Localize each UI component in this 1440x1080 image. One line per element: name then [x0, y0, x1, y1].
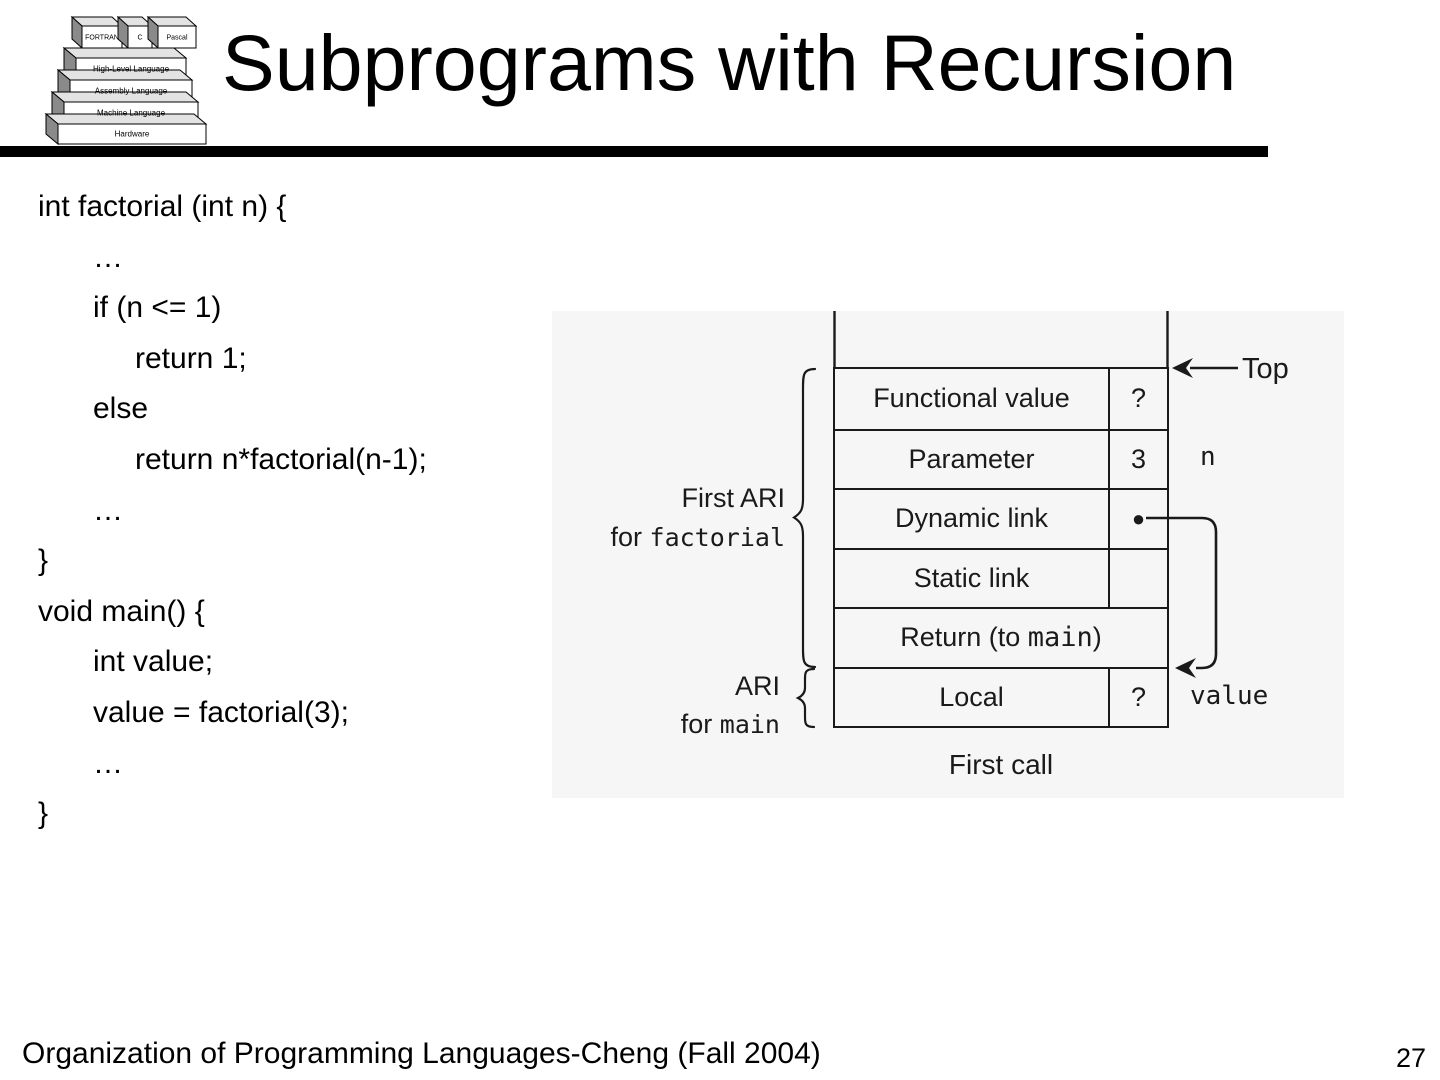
- title-divider: [0, 146, 1268, 157]
- record-field-label: Parameter: [908, 443, 1035, 474]
- logo-box-pascal: [146, 15, 198, 50]
- parameter-variable-label: n: [1200, 442, 1216, 472]
- logo-label-machine: Machine Language: [97, 109, 166, 118]
- code-line: …: [93, 746, 123, 780]
- stack-diagram: Functional value ? Parameter 3 Dynamic l…: [552, 311, 1344, 798]
- activation-record-table: Functional value ? Parameter 3 Dynamic l…: [833, 367, 1169, 728]
- first-ari-brace-label: First ARI for factorial: [552, 479, 785, 557]
- code-line: void main() {: [38, 594, 205, 628]
- table-row-return: Return (to main): [835, 607, 1167, 667]
- logo-label-high-level: High-Level Language: [93, 65, 170, 74]
- code-line: …: [93, 240, 123, 274]
- main-ari-line1: ARI: [734, 671, 780, 701]
- diagram-caption: First call: [948, 749, 1054, 780]
- table-row-local: Local ?: [835, 666, 1167, 726]
- page-number: 27: [1396, 1043, 1427, 1073]
- local-variable-label: value: [1190, 681, 1269, 711]
- code-line: }: [38, 797, 49, 831]
- record-field-value: ?: [1108, 369, 1167, 429]
- first-ari-line2: for factorial: [610, 522, 785, 552]
- code-line: int value;: [93, 645, 214, 679]
- code-line: int factorial (int n) {: [38, 190, 287, 223]
- table-row-dynamic-link: Dynamic link ●: [835, 488, 1167, 548]
- code-line: value = factorial(3);: [93, 695, 349, 729]
- top-pointer-arrowhead: [1172, 358, 1193, 378]
- logo-label-fortran: FORTRAN: [85, 35, 119, 42]
- dynamic-link-arrowhead: [1175, 658, 1196, 678]
- record-field-value: ?: [1108, 668, 1167, 726]
- logo-label-hardware: Hardware: [115, 130, 150, 139]
- code-line: if (n <= 1): [93, 291, 222, 325]
- table-row-static-link: Static link: [835, 547, 1167, 607]
- logo-label-assembly: Assembly Language: [95, 87, 168, 96]
- logo-label-pascal: Pascal: [166, 35, 187, 42]
- logo-box-fortran: [70, 15, 124, 50]
- main-ari-brace-label: ARI for main: [552, 667, 780, 744]
- record-field-label: Static link: [913, 562, 1030, 593]
- logo-layer-hardware: [44, 112, 208, 146]
- code-block: int factorial (int n) { … if (n <= 1) re…: [38, 182, 427, 840]
- record-field-label: Functional value: [873, 383, 1070, 414]
- record-field-value: [1108, 549, 1167, 607]
- main-code-label: main: [719, 710, 780, 739]
- table-row-parameter: Parameter 3: [835, 428, 1167, 488]
- table-row-functional-value: Functional value ?: [835, 369, 1167, 429]
- page-title: Subprograms with Recursion: [222, 18, 1237, 107]
- record-field-label: Return (to main): [835, 609, 1167, 667]
- dynamic-link-pointer-dot: ●: [1108, 490, 1167, 548]
- top-pointer-label: Top: [1242, 353, 1289, 385]
- main-ari-brace: [795, 667, 816, 729]
- record-field-value: 3: [1108, 430, 1167, 488]
- code-line: …: [93, 493, 123, 527]
- main-ari-line2: for main: [680, 709, 780, 739]
- footer-text: Organization of Programming Languages-Ch…: [22, 1037, 821, 1070]
- code-line: else: [93, 392, 149, 426]
- logo-box-c: [116, 15, 154, 50]
- logo-label-c: C: [137, 35, 142, 42]
- code-line: }: [38, 544, 49, 578]
- return-label-suffix: ): [1092, 622, 1102, 653]
- return-label-main-code: main: [1027, 622, 1093, 654]
- language-layers-logo: FORTRAN C Pascal High-Level Language Ass…: [44, 15, 208, 146]
- record-field-label: Dynamic link: [894, 503, 1049, 534]
- code-line: return 1;: [135, 341, 247, 375]
- code-line: return n*factorial(n-1);: [135, 442, 427, 476]
- record-field-label: Local: [939, 681, 1004, 712]
- first-ari-line1: First ARI: [681, 483, 785, 513]
- factorial-code-label: factorial: [649, 523, 785, 552]
- return-label-prefix: Return (to: [900, 622, 1028, 653]
- first-ari-brace: [791, 367, 817, 669]
